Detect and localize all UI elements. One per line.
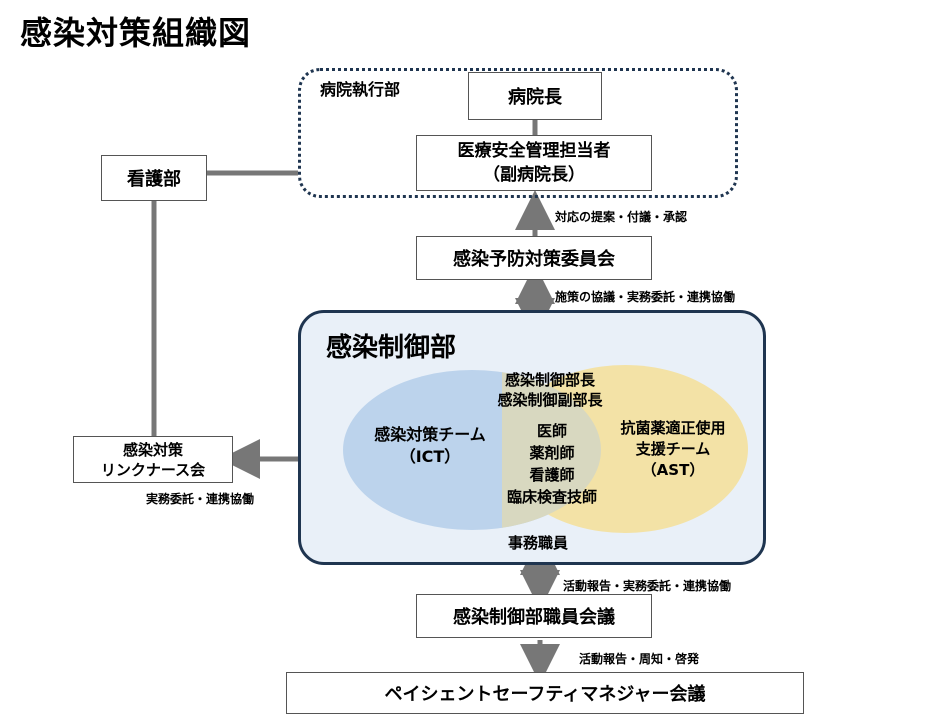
ast-line3: （AST） [641, 461, 705, 479]
member-item: 臨床検査技師 [506, 488, 597, 506]
member-item: 看護師 [529, 466, 575, 484]
office-staff: 事務職員 [508, 534, 569, 552]
exec-group-label: 病院執行部 [320, 80, 401, 99]
link-nurse-box: 感染対策 リンクナース会 [73, 436, 233, 483]
safety-officer-line1: 医療安全管理担当者 [457, 141, 611, 161]
nursing-box: 看護部 [101, 155, 207, 201]
page-title: 感染対策組織図 [20, 14, 252, 52]
control-dept-title: 感染制御部 [326, 333, 457, 363]
ast-line1: 抗菌薬適正使用 [620, 419, 726, 437]
ast-line2: 支援チーム [635, 440, 711, 458]
safety-officer-box: 医療安全管理担当者 （副病院長） [416, 135, 652, 191]
psm-box: ペイシェントセーフティマネジャー会議 [286, 672, 804, 714]
link-nurse-line1: 感染対策 [122, 440, 183, 459]
edge-label-committee-exec: 対応の提案・付議・承認 [555, 210, 688, 224]
staff-meeting-box: 感染制御部職員会議 [416, 594, 652, 638]
member-item: 薬剤師 [529, 444, 575, 462]
control-head-line1: 感染制御部長 [504, 371, 595, 389]
director-box: 病院長 [468, 72, 602, 120]
safety-officer-line2: （副病院長） [483, 165, 585, 185]
control-head: 感染制御部長 感染制御副部長 [470, 370, 630, 410]
ict-label: 感染対策チーム （ICT） [343, 424, 517, 468]
control-head-line2: 感染制御副部長 [497, 391, 603, 409]
committee-box: 感染予防対策委員会 [416, 236, 652, 280]
edge-label-control-staff: 活動報告・実務委託・連携協働 [563, 579, 732, 593]
link-nurse-line2: リンクナース会 [100, 460, 206, 479]
edge-label-link-nurse: 実務委託・連携協働 [146, 492, 255, 506]
edge-label-staff-psm: 活動報告・周知・啓発 [579, 652, 700, 666]
edge-label-committee-control: 施策の協議・実務委託・連携協働 [555, 290, 736, 304]
member-item: 医師 [536, 422, 567, 440]
members-list: 医師 薬剤師 看護師 臨床検査技師 [492, 420, 612, 508]
exec-group [298, 68, 738, 198]
ict-line1: 感染対策チーム [374, 425, 486, 444]
ast-label: 抗菌薬適正使用 支援チーム （AST） [598, 418, 748, 481]
ict-line2: （ICT） [399, 447, 461, 466]
